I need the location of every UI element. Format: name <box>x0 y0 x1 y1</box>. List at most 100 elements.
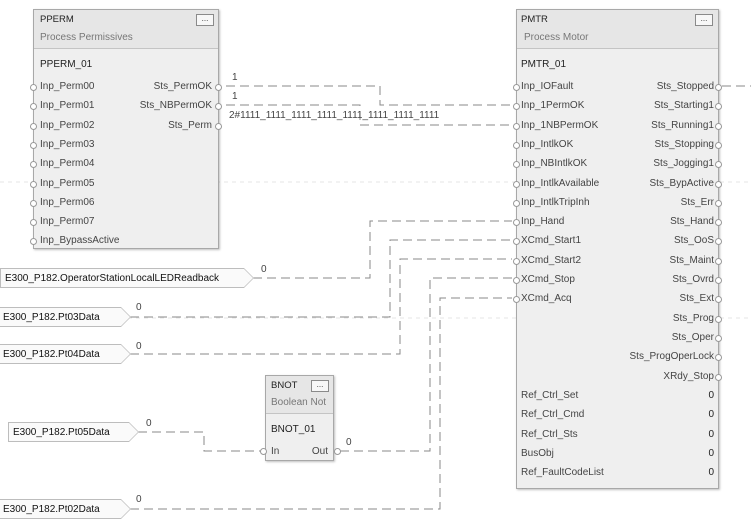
pmtr-block[interactable]: PMTR ... Process Motor PMTR_01 Inp_IOFau… <box>513 9 722 489</box>
pmtr-output-connector[interactable] <box>715 238 722 246</box>
wire-led <box>253 220 512 279</box>
tag-led-readback[interactable]: E300_P182.OperatorStationLocalLEDReadbac… <box>0 268 254 288</box>
pmtr-output-connector[interactable] <box>715 296 722 304</box>
pperm-input-0: Inp_Perm00 <box>40 81 95 92</box>
pperm-input-7: Inp_Perm07 <box>40 216 95 228</box>
pmtr-input-7: Inp_Hand <box>521 216 565 228</box>
pperm-input-3: Inp_Perm03 <box>40 138 95 150</box>
pmtr-output-connector[interactable] <box>715 334 722 342</box>
pmtr-output-connector[interactable] <box>715 219 722 227</box>
wire-value-pt05: 0 <box>146 418 152 429</box>
pperm-header <box>34 10 218 49</box>
wire-permok <box>226 85 512 106</box>
pmtr-input-6: Inp_IntlkTripInh <box>521 196 590 208</box>
pmtr-output-3: Sts_Stopping <box>654 138 715 150</box>
pmtr-more-button[interactable]: ... <box>695 14 713 26</box>
pmtr-ref-label-2: Ref_Ctrl_Sts <box>521 428 578 440</box>
pperm-output-connector[interactable] <box>215 84 222 91</box>
pmtr-ref-value-1: 0 <box>708 409 714 421</box>
pmtr-input-11: XCmd_Acq <box>521 293 572 305</box>
pperm-input-connector[interactable] <box>30 161 37 169</box>
pperm-description: Process Permissives <box>40 32 133 43</box>
pperm-input-1: Inp_Perm01 <box>40 100 95 112</box>
pperm-input-connector[interactable] <box>30 122 37 130</box>
pmtr-ref-label-1: Ref_Ctrl_Cmd <box>521 409 585 421</box>
pmtr-input-connector[interactable] <box>513 180 520 188</box>
bnot-out-connector[interactable] <box>334 448 341 455</box>
pperm-input-connector[interactable] <box>30 180 37 188</box>
tag-pt04data[interactable]: E300_P182.Pt04Data <box>0 344 131 364</box>
wire-value-pt04: 0 <box>136 341 142 352</box>
pperm-block[interactable]: PPERM ... Process Permissives PPERM_01 I… <box>30 9 222 249</box>
pmtr-input-0: Inp_IOFault <box>521 81 574 92</box>
bnot-pin-out: Out <box>311 446 328 457</box>
tag-pt05data[interactable]: E300_P182.Pt05Data <box>8 422 139 442</box>
pmtr-input-connector[interactable] <box>513 257 520 265</box>
bnot-more-button[interactable]: ... <box>311 380 329 392</box>
pmtr-output-connector[interactable] <box>715 122 722 130</box>
pmtr-output-connector[interactable] <box>715 257 722 265</box>
pmtr-ref-value-3: 0 <box>708 447 714 459</box>
wire-bnot-out <box>340 277 512 452</box>
pmtr-output-2: Sts_Running1 <box>651 119 714 131</box>
wire-value-bnot-out: 0 <box>346 437 352 448</box>
pperm-output-connector[interactable] <box>215 122 222 130</box>
pmtr-output-connector[interactable] <box>715 199 722 207</box>
wire-value-pt03: 0 <box>136 302 142 313</box>
pmtr-output-6: Sts_Err <box>680 196 714 208</box>
pmtr-output-15: XRdy_Stop <box>663 370 714 382</box>
bnot-block[interactable]: BNOT ... Boolean Not BNOT_01 In Out <box>265 375 334 461</box>
pmtr-input-connector[interactable] <box>513 277 520 284</box>
pperm-input-connector[interactable] <box>30 219 37 227</box>
pperm-input-6: Inp_Perm06 <box>40 196 95 208</box>
pmtr-output-connector[interactable] <box>715 84 722 91</box>
pmtr-output-12: Sts_Prog <box>672 312 714 324</box>
pmtr-input-10: XCmd_Stop <box>521 274 575 285</box>
pmtr-output-11: Sts_Ext <box>679 293 714 305</box>
pmtr-input-4: Inp_NBIntlkOK <box>521 158 588 170</box>
pmtr-input-connector[interactable] <box>513 161 520 169</box>
pmtr-output-connector[interactable] <box>715 373 722 381</box>
pmtr-input-connector[interactable] <box>513 122 520 130</box>
pmtr-input-2: Inp_1NBPermOK <box>521 119 599 131</box>
pmtr-output-10: Sts_Ovrd <box>672 274 714 285</box>
wire-value-led: 0 <box>261 264 267 275</box>
pperm-output-connector[interactable] <box>215 103 222 111</box>
pmtr-input-5: Inp_IntlkAvailable <box>521 177 600 189</box>
pmtr-output-5: Sts_BypActive <box>649 177 714 189</box>
pmtr-tag-name: PMTR_01 <box>521 59 567 70</box>
pmtr-ref-value-0: 0 <box>708 390 714 401</box>
pmtr-input-8: XCmd_Start1 <box>521 235 582 247</box>
pmtr-output-connector[interactable] <box>715 161 722 169</box>
pmtr-input-connector[interactable] <box>513 238 520 246</box>
pperm-more-button[interactable]: ... <box>196 14 214 26</box>
pmtr-output-8: Sts_OoS <box>673 235 714 247</box>
pmtr-input-connector[interactable] <box>513 103 520 111</box>
pmtr-input-connector[interactable] <box>513 141 520 149</box>
tag-pt03data[interactable]: E300_P182.Pt03Data <box>0 307 131 327</box>
pperm-input-connector[interactable] <box>30 141 37 149</box>
pmtr-output-connector[interactable] <box>715 277 722 284</box>
pmtr-output-connector[interactable] <box>715 103 722 111</box>
tag-pt02data[interactable]: E300_P182.Pt02Data <box>0 499 131 519</box>
pperm-input-connector[interactable] <box>30 84 37 91</box>
pmtr-output-connector[interactable] <box>715 180 722 188</box>
pperm-input-5: Inp_Perm05 <box>40 177 95 189</box>
bnot-in-connector[interactable] <box>260 448 267 455</box>
wire-value-permok: 1 <box>232 72 238 83</box>
wire-value-nbpermok: 1 <box>232 91 238 102</box>
pperm-input-connector[interactable] <box>30 199 37 207</box>
pmtr-input-connector[interactable] <box>513 199 520 207</box>
pmtr-input-connector[interactable] <box>513 84 520 91</box>
pmtr-output-1: Sts_Starting1 <box>653 100 714 112</box>
pmtr-output-connector[interactable] <box>715 315 722 323</box>
pmtr-input-connector[interactable] <box>513 219 520 227</box>
bnot-tag-name: BNOT_01 <box>271 424 316 435</box>
pmtr-output-connector[interactable] <box>715 354 722 362</box>
pperm-input-connector[interactable] <box>30 238 37 246</box>
pperm-tag-name: PPERM_01 <box>40 59 93 70</box>
pmtr-ref-label-0: Ref_Ctrl_Set <box>521 390 579 401</box>
pmtr-input-connector[interactable] <box>513 296 520 304</box>
pmtr-output-connector[interactable] <box>715 141 722 149</box>
pperm-input-connector[interactable] <box>30 103 37 111</box>
